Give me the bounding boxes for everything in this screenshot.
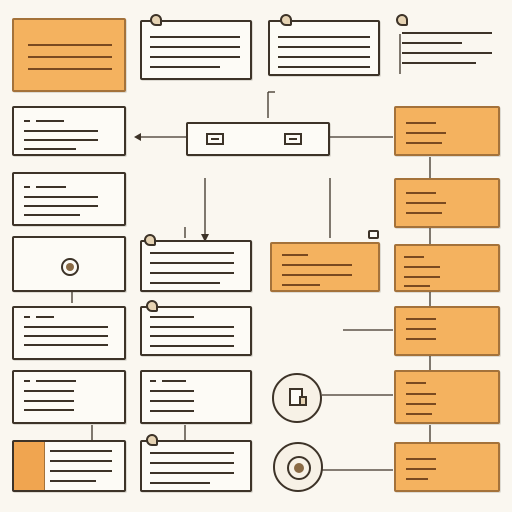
process-card-orange[interactable] (394, 244, 500, 292)
record-icon (144, 234, 156, 246)
document-icon (289, 388, 307, 406)
record-icon (146, 434, 158, 446)
arrowhead (134, 133, 141, 141)
process-card[interactable] (12, 106, 126, 156)
annotation-block (394, 14, 500, 64)
toggle-icon[interactable] (284, 133, 302, 145)
process-card-orange[interactable] (12, 18, 126, 92)
record-icon (150, 14, 162, 26)
record-icon (396, 14, 408, 26)
record-icon (368, 230, 379, 239)
process-card-orange[interactable] (270, 230, 380, 292)
arrowhead (201, 234, 209, 242)
process-card-orange[interactable] (394, 106, 500, 156)
target-node[interactable] (273, 442, 323, 492)
process-card-orange[interactable] (394, 370, 500, 424)
process-card-orange[interactable] (394, 178, 500, 228)
process-card[interactable] (12, 440, 126, 492)
toggle-icon[interactable] (206, 133, 224, 145)
target-icon (287, 456, 311, 480)
status-strip (14, 442, 45, 490)
process-card[interactable] (140, 300, 252, 356)
record-icon[interactable] (61, 258, 79, 276)
process-card-orange[interactable] (394, 442, 500, 492)
process-card[interactable] (140, 234, 252, 292)
process-card[interactable] (12, 370, 126, 424)
process-card-orange[interactable] (394, 306, 500, 356)
record-icon (280, 14, 292, 26)
document-node[interactable] (272, 373, 322, 423)
process-card[interactable] (12, 236, 126, 292)
hub-switch-node[interactable] (186, 122, 330, 156)
process-card[interactable] (140, 370, 252, 424)
record-icon (146, 300, 158, 312)
process-card[interactable] (140, 14, 252, 80)
process-card[interactable] (140, 434, 252, 492)
process-card[interactable] (12, 306, 126, 360)
process-card[interactable] (12, 172, 126, 226)
process-card[interactable] (268, 14, 380, 76)
